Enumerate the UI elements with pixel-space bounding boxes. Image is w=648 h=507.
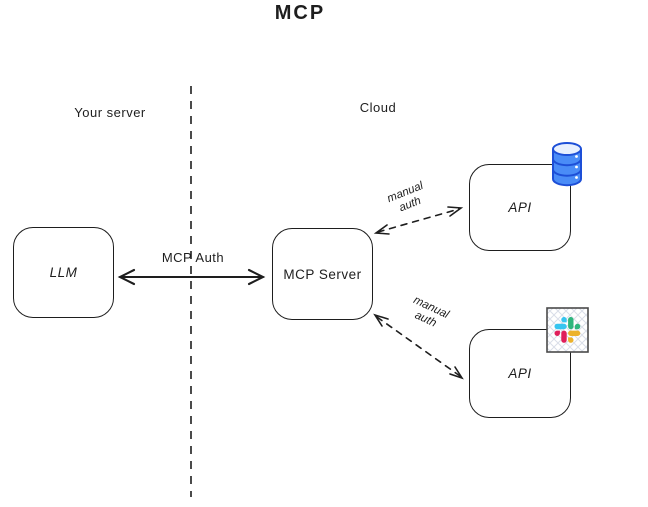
mcp-auth-arrow <box>117 268 266 286</box>
node-api-top-label: API <box>508 200 532 215</box>
slack-icon <box>546 307 589 353</box>
manual-auth-bottom-label: manual auth <box>395 290 461 339</box>
node-api-bottom-label: API <box>508 366 532 381</box>
zone-label-your-server: Your server <box>74 105 146 120</box>
node-llm-label: LLM <box>49 265 78 280</box>
node-mcp-server-label: MCP Server <box>283 266 362 282</box>
node-mcp-server: MCP Server <box>272 228 373 320</box>
manual-auth-top-label: manual auth <box>375 176 441 223</box>
zone-label-cloud: Cloud <box>359 100 397 115</box>
node-api-database: API <box>469 164 571 251</box>
database-icon <box>552 142 582 187</box>
node-llm: LLM <box>13 227 114 318</box>
diagram-title: MCP <box>274 2 326 24</box>
mcp-auth-edge-label: MCP Auth <box>161 250 225 265</box>
